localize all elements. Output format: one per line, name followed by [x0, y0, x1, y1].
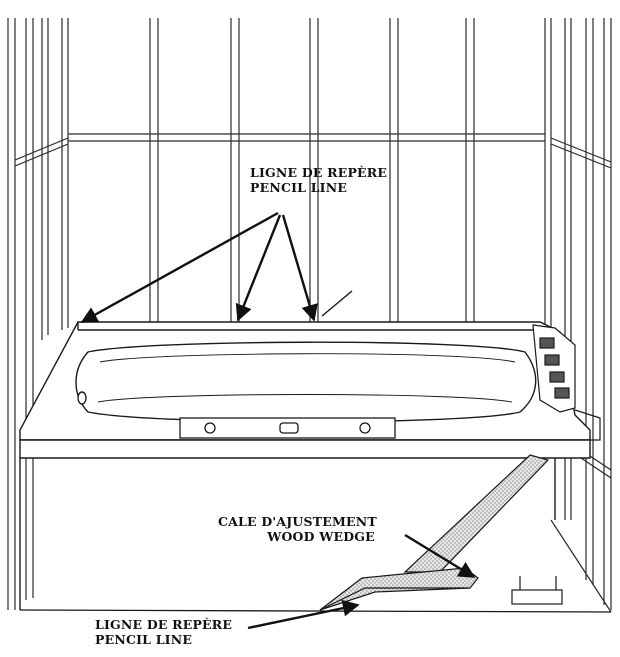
wedge-illustration [319, 454, 563, 611]
wall-framing [7, 18, 612, 613]
bottom-callout-french: LIGNE DE REPÈRE [95, 617, 233, 632]
top-callout-label: LIGNE DE REPÈRE PENCIL LINE [250, 165, 387, 195]
bottom-callout-label: LIGNE DE REPÈRE PENCIL LINE [95, 617, 232, 647]
top-callout-french: LIGNE DE REPÈRE [250, 165, 388, 180]
control-panel [179, 417, 396, 439]
right-end-flange [532, 324, 601, 441]
pencil-line-arrow-bottom [247, 599, 360, 630]
pencil-line-arrows-top [80, 211, 353, 324]
wedge-callout-label: CALE D'AJUSTEMENT WOOD WEDGE [218, 514, 377, 544]
wood-wedge-arrow [404, 533, 476, 579]
bathtub [19, 321, 591, 610]
wedge-callout-french: CALE D'AJUSTEMENT [218, 514, 377, 529]
wedge-callout-english: WOOD WEDGE [267, 529, 375, 544]
bottom-callout-english: PENCIL LINE [95, 632, 193, 647]
floor-line [19, 609, 612, 613]
top-callout-english: PENCIL LINE [250, 180, 348, 195]
